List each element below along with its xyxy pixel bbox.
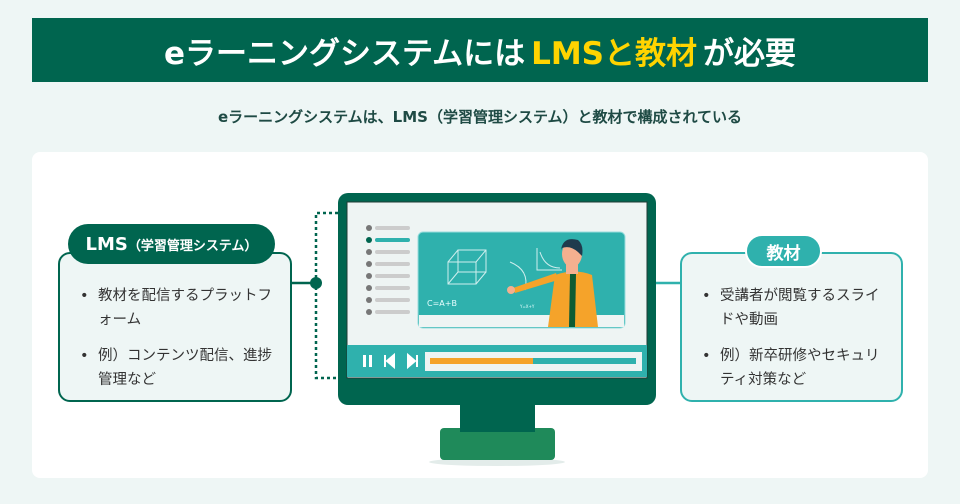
previous-icon xyxy=(384,352,395,370)
board-formula: C=A+B xyxy=(427,299,457,308)
board-formula-2: Y=X+Y xyxy=(519,304,535,309)
materials-label: 教材 xyxy=(745,234,822,268)
next-icon xyxy=(407,352,418,370)
title-highlight: LMSと教材 xyxy=(531,35,698,72)
pause-icon xyxy=(363,355,366,367)
progress-fill xyxy=(430,358,533,364)
teacher-figure xyxy=(507,239,598,327)
materials-item: 例）新卒研修やセキュリティ対策など xyxy=(702,344,885,392)
lms-item: 例）コンテンツ配信、進捗管理など xyxy=(80,344,274,392)
title-post: が必要 xyxy=(703,35,797,72)
subtitle: eラーニングシステムは、LMS（学習管理システム）と教材で構成されている xyxy=(217,108,743,126)
lms-dotted-bracket xyxy=(314,211,338,380)
lms-connector-dot xyxy=(310,277,322,289)
lms-label-main: LMS xyxy=(85,233,128,255)
materials-box: 受講者が閲覧するスライドや動画 例）新卒研修やセキュリティ対策など xyxy=(680,252,903,402)
board-drawing xyxy=(447,248,562,291)
monitor-base xyxy=(440,428,555,460)
lms-label: LMS （学習管理システム） xyxy=(68,224,275,264)
title-pre: eラーニングシステムには xyxy=(163,35,526,72)
lms-box: 教材を配信するプラットフォーム 例）コンテンツ配信、進捗管理など xyxy=(58,252,292,402)
lms-item: 教材を配信するプラットフォーム xyxy=(80,284,274,332)
materials-item: 受講者が閲覧するスライドや動画 xyxy=(702,284,885,332)
monitor-neck xyxy=(460,404,535,432)
page-title: eラーニングシステムには LMSと教材 が必要 xyxy=(32,18,928,82)
lms-label-sub: （学習管理システム） xyxy=(127,238,258,254)
lesson-list xyxy=(366,225,410,315)
monitor-illustration: C=A+B Y=X+Y xyxy=(338,193,656,466)
